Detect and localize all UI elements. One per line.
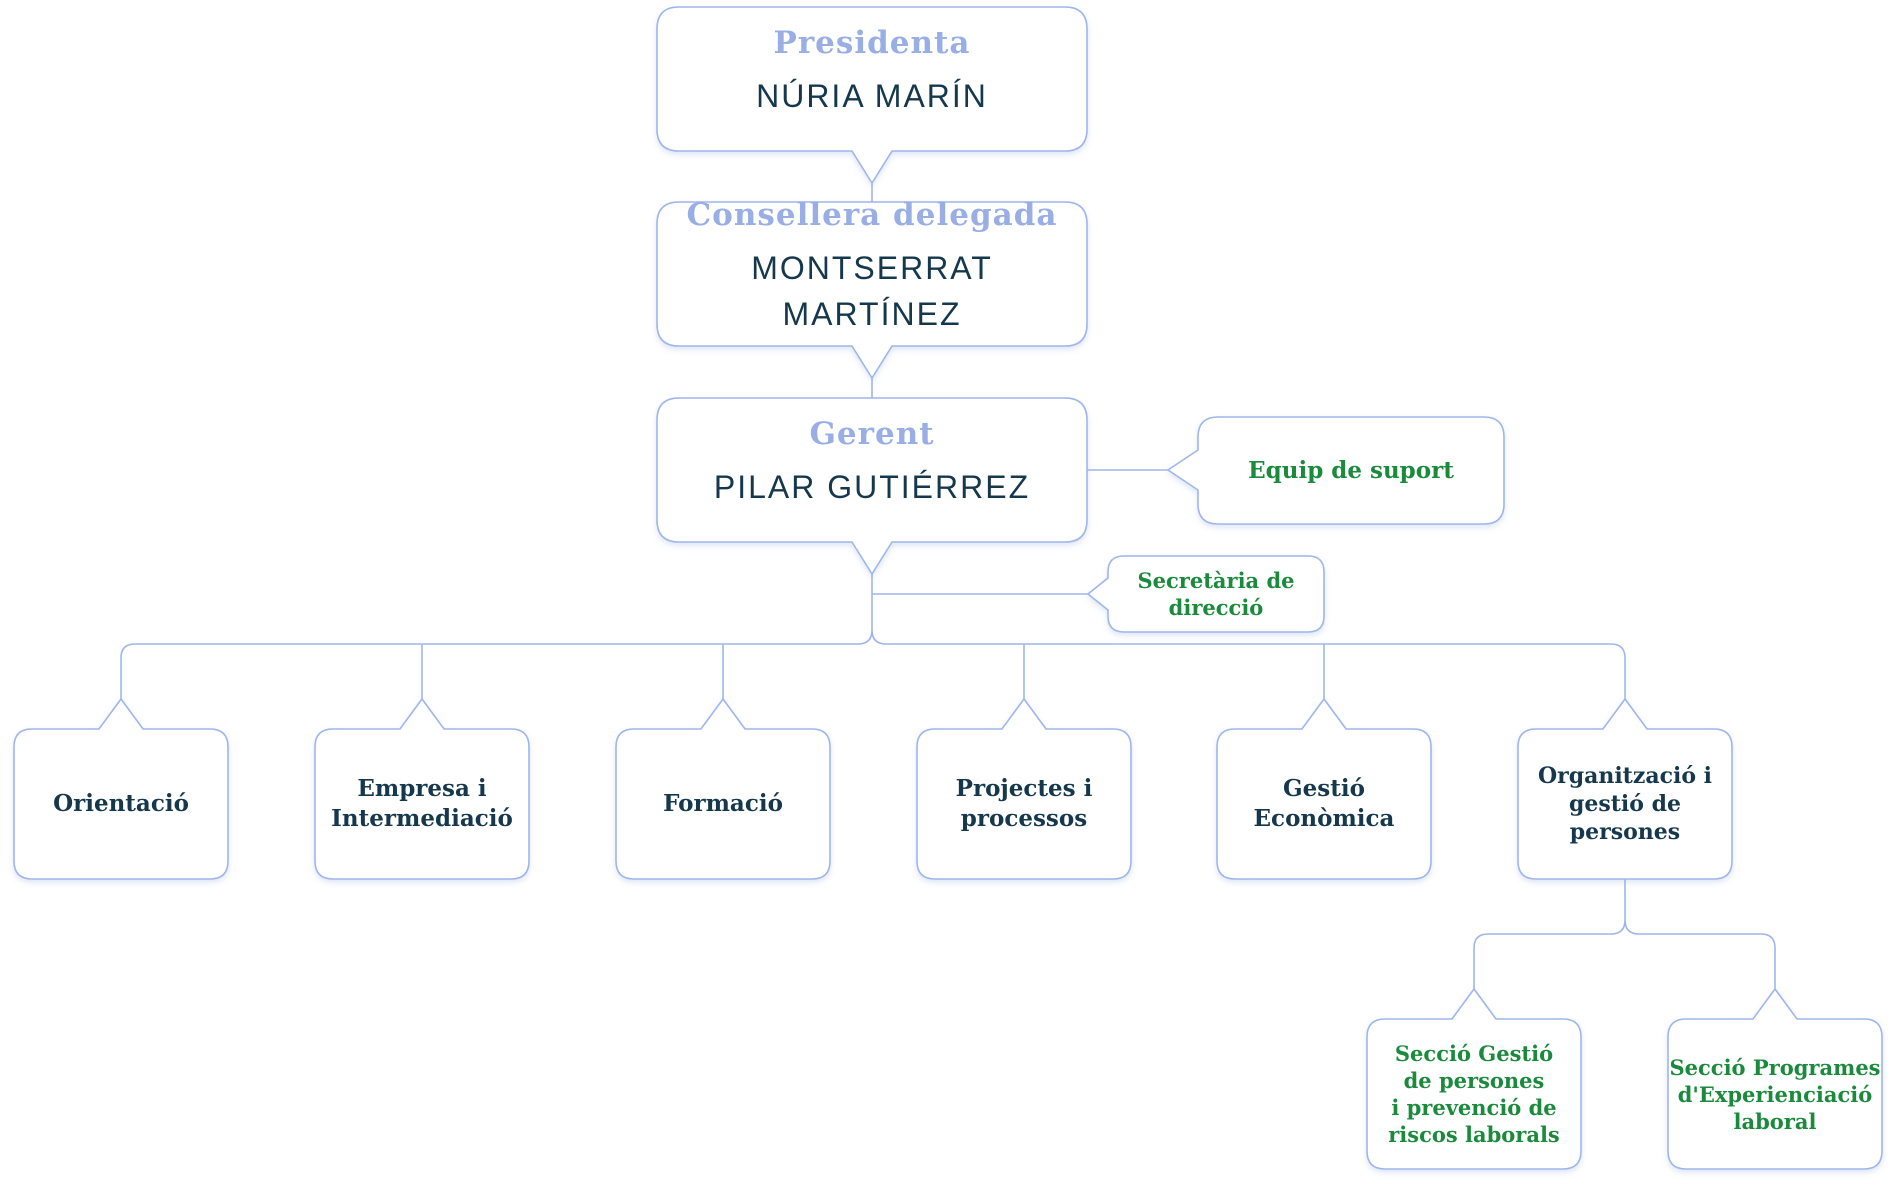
node-boxes [13, 6, 1883, 1170]
section-label: Secció Gestió de persones i prevenció de… [1388, 1041, 1560, 1147]
department-label: Organització i gestió de persones [1537, 763, 1713, 845]
department-node: Projectes i processos [917, 729, 1131, 879]
department-label: Gestió Econòmica [1253, 775, 1395, 832]
gerent-box [656, 397, 1088, 576]
section-box [1366, 987, 1582, 1170]
section-node: Secció Programes d'Experienciació labora… [1668, 1019, 1882, 1169]
department-label: Orientació [53, 790, 189, 817]
department-node: Gestió Econòmica [1217, 729, 1431, 879]
department-box [1216, 697, 1432, 880]
equip-de-suport-box [1166, 416, 1505, 525]
connector-sections-bar [1473, 919, 1776, 949]
person-name: MONTSERRAT MARTÍNEZ [751, 250, 993, 332]
department-box [314, 697, 530, 880]
secretaria-direccio-node: Secretària de direcció [1108, 556, 1324, 632]
role-title: Gerent [809, 416, 935, 452]
support-unit-label: Secretària de direcció [1137, 568, 1295, 620]
role-title: Presidenta [773, 25, 971, 61]
department-box [916, 697, 1132, 880]
department-node: Organització i gestió de persones [1518, 729, 1732, 879]
person-name: NÚRIA MARÍN [756, 78, 988, 114]
department-label: Empresa i Intermediació [331, 775, 513, 832]
equip-de-suport-node: Equip de suport [1198, 417, 1504, 524]
connector-lines [120, 183, 1776, 989]
person-name: PILAR GUTIÉRREZ [713, 469, 1031, 505]
department-node: Orientació [14, 729, 228, 879]
section-label: Secció Programes d'Experienciació labora… [1669, 1054, 1881, 1134]
connector-departments-bar [120, 629, 1626, 659]
department-box [615, 697, 831, 880]
support-unit-label: Equip de suport [1248, 456, 1454, 484]
department-label: Projectes i processos [955, 775, 1093, 832]
department-node: Empresa i Intermediació [315, 729, 529, 879]
section-box [1667, 987, 1883, 1170]
secretaria-direccio-box [1086, 555, 1325, 633]
section-node: Secció Gestió de persones i prevenció de… [1367, 1019, 1581, 1169]
department-node: Formació [616, 729, 830, 879]
presidenta-box [656, 6, 1088, 185]
role-title: Consellera delegada [686, 197, 1058, 233]
department-label: Formació [663, 790, 783, 817]
department-box [13, 697, 229, 880]
consellera-delegada-box [656, 201, 1088, 380]
department-box [1517, 697, 1733, 880]
